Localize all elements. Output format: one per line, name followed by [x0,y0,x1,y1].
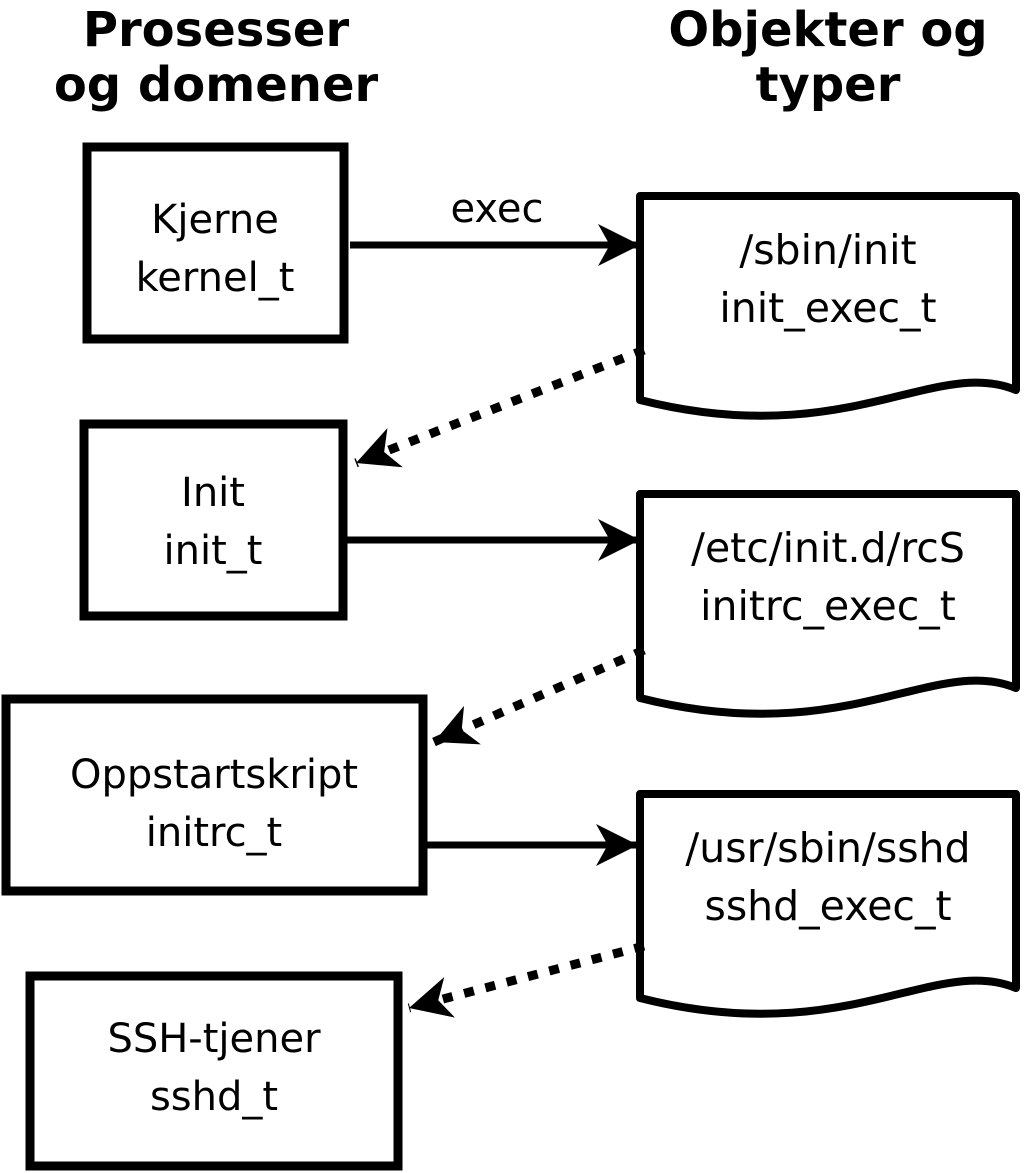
process-initrc-name: Oppstartskript [70,752,358,798]
transition-arrow-sshd-exec-to-sshd [407,941,646,1018]
exec-label: exec [451,186,544,232]
object-usr-sbin-sshd-path: /usr/sbin/sshd [685,824,970,872]
object-doc-sbin-init: /sbin/init init_exec_t [636,192,1020,420]
transition-arrow-init-exec-to-init [354,345,646,468]
header-processes-line2: og domener [54,57,379,113]
process-init-type: init_t [164,528,263,574]
object-sbin-init-type: init_exec_t [719,284,936,332]
column-header-objects: Objekter og typer [668,2,987,113]
process-box-kernel-shape [82,142,349,344]
process-box-initrc: Oppstartskript initrc_t [1,694,428,896]
object-etc-initd-rcs-path: /etc/init.d/rcS [691,524,965,572]
object-doc-usr-sbin-sshd-shape [636,790,1020,1018]
column-header-processes: Prosesser og domener [54,2,379,113]
object-doc-etc-initd-rcs-shape [636,490,1020,718]
process-init-name: Init [181,470,245,516]
object-doc-sbin-init-shape [636,192,1020,420]
header-objects-line1: Objekter og [668,2,987,58]
object-usr-sbin-sshd-type: sshd_exec_t [704,882,951,930]
object-etc-initd-rcs-type: initrc_exec_t [700,582,956,630]
header-objects-line2: typer [756,57,901,113]
object-sbin-init-path: /sbin/init [739,226,916,274]
process-box-init-shape [79,419,348,621]
header-processes-line1: Prosesser [83,2,350,58]
process-initrc-type: initrc_t [146,810,283,856]
process-sshd-name: SSH-tjener [107,1016,321,1062]
transition-arrow-initrc-exec-to-initrc [432,645,646,747]
process-box-init: Init init_t [79,419,348,621]
process-kernel-name: Kjerne [151,197,279,243]
process-box-sshd: SSH-tjener sshd_t [25,971,403,1171]
process-box-kernel: Kjerne kernel_t [82,142,349,344]
object-doc-usr-sbin-sshd: /usr/sbin/sshd sshd_exec_t [636,790,1020,1018]
process-sshd-type: sshd_t [150,1074,278,1120]
process-box-initrc-shape [1,694,428,896]
process-kernel-type: kernel_t [136,255,295,301]
process-box-sshd-shape [25,971,403,1171]
object-doc-etc-initd-rcs: /etc/init.d/rcS initrc_exec_t [636,490,1020,718]
